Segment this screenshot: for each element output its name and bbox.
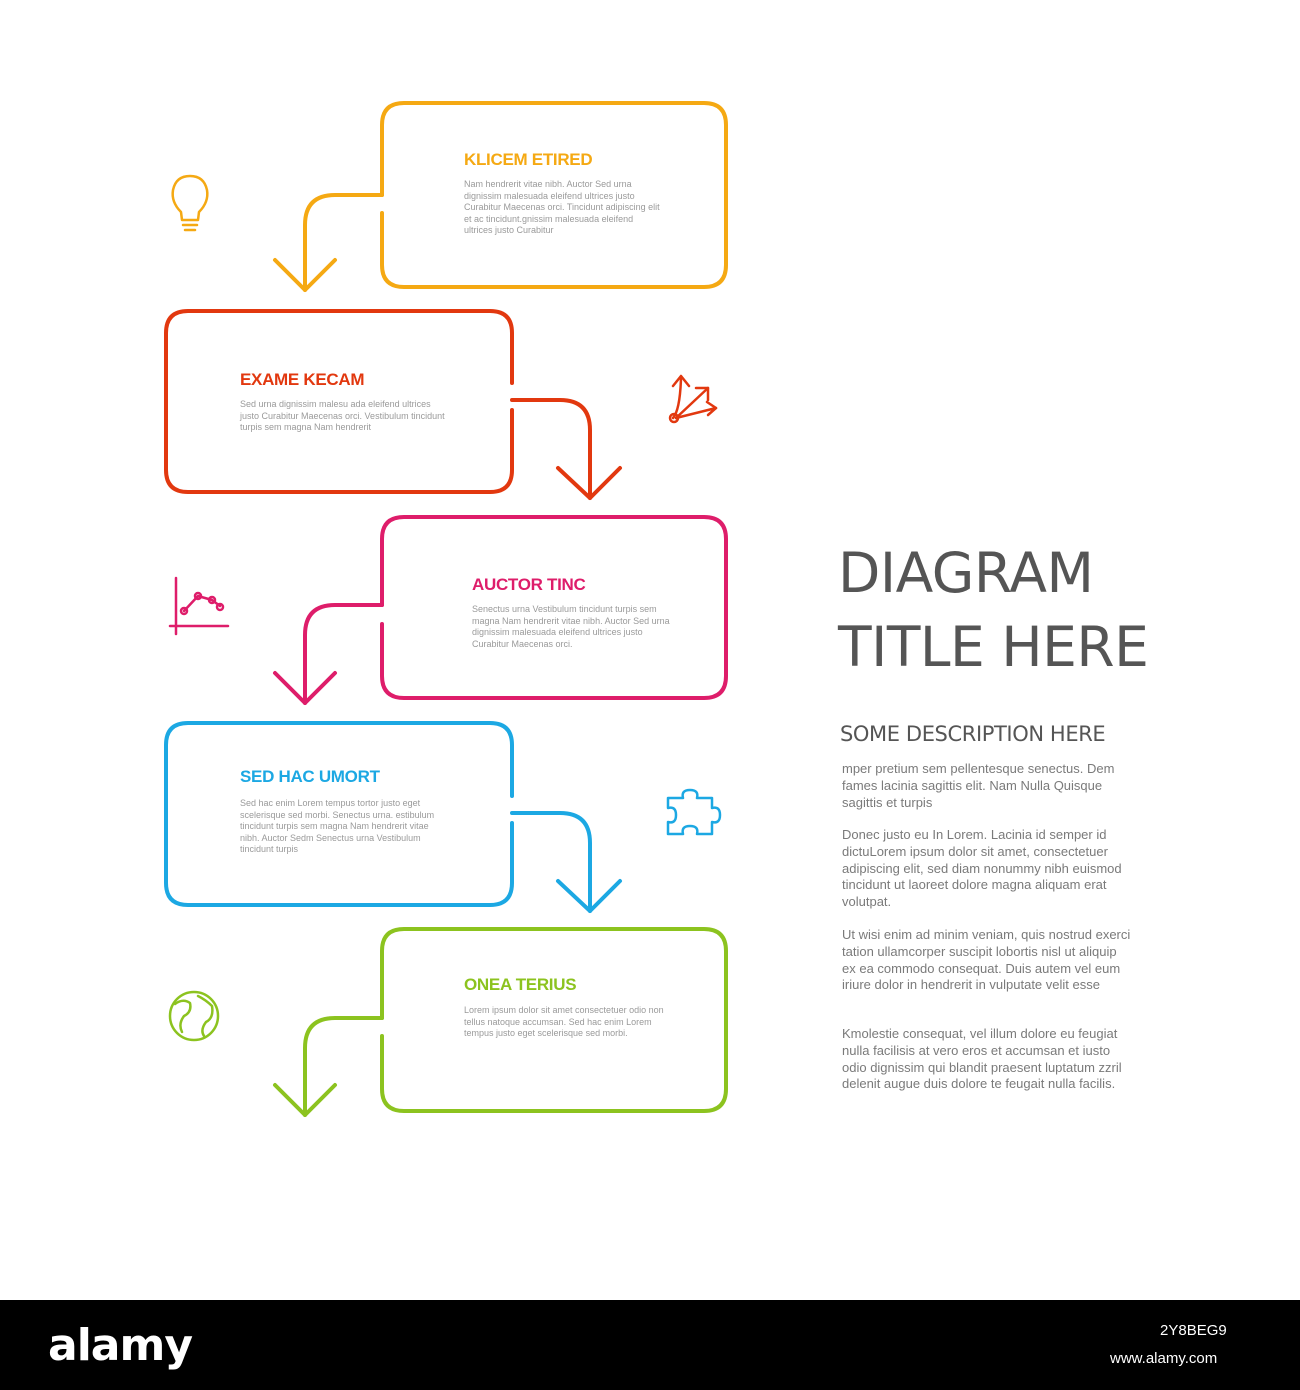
lightbulb-icon [171,174,209,232]
description-heading: SOME DESCRIPTION HERE [840,722,1106,746]
step-2-text: Sed urna dignissim malesu ada eleifend u… [240,399,445,432]
step-1-text: Nam hendrerit vitae nibh. Auctor Sed urn… [464,179,660,235]
globe-icon [168,990,220,1042]
step-5-text: Lorem ipsum dolor sit amet consectetuer … [464,1005,664,1038]
step-1-title: KLICEM ETIRED [464,150,593,169]
diagram-graphics: KLICEM ETIRED Nam hendrerit vitae nibh. … [164,101,728,1117]
puzzle-icon [666,788,722,836]
step-3-text: Senectus urna Vestibulum tincidunt turpi… [472,604,670,649]
line-chart-icon [168,576,230,636]
step-4-box [164,721,514,907]
description-paragraph-2: Donec justo eu In Lorem. Lacinia id semp… [842,827,1122,910]
description-paragraph-4: Kmolestie consequat, vel illum dolore eu… [842,1026,1122,1092]
step-2-title: EXAME KECAM [240,370,365,389]
image-id: 2Y8BEG9 [1160,1322,1227,1339]
step-diagram: KLICEM ETIRED Nam hendrerit vitae nibh. … [164,101,728,1117]
step-1 [171,101,728,292]
step-2-connector [510,398,592,500]
footer-url: www.alamy.com [1110,1350,1218,1367]
step-4 [164,721,722,913]
step-5-title: ONEA TERIUS [464,975,577,994]
step-1-arrowhead [273,258,337,292]
step-4-connector [510,811,592,913]
description-paragraph-1: mper pretium sem pellentesque senectus. … [842,761,1115,810]
step-3-arrowhead [273,671,337,705]
step-5-connector [303,1016,384,1117]
step-3-title: AUCTOR TINC [472,575,586,594]
step-5-box [380,927,728,1113]
diverging-arrows-icon [668,374,718,424]
step-1-connector [303,193,384,292]
step-3-connector [303,603,384,705]
diagram-title: DIAGRAM TITLE HERE [838,536,1149,684]
step-5-arrowhead [273,1083,337,1117]
step-3 [168,515,728,705]
description-paragraph-3: Ut wisi enim ad minim veniam, quis nostr… [842,927,1131,993]
step-1-box [380,101,728,289]
step-4-title: SED HAC UMORT [240,767,380,786]
step-2-box [164,309,514,494]
watermark-footer: alamy 2Y8BEG9 www.alamy.com [0,1300,1300,1390]
step-4-arrowhead [556,879,622,913]
step-5 [168,927,728,1117]
step-2-arrowhead [556,466,622,500]
step-2 [164,309,718,500]
step-4-text: Sed hac enim Lorem tempus tortor justo e… [240,798,435,854]
alamy-logo: alamy [48,1320,193,1371]
step-3-box [380,515,728,700]
diagram-title-line-2: TITLE HERE [838,615,1149,679]
diagram-title-line-1: DIAGRAM [838,541,1094,605]
